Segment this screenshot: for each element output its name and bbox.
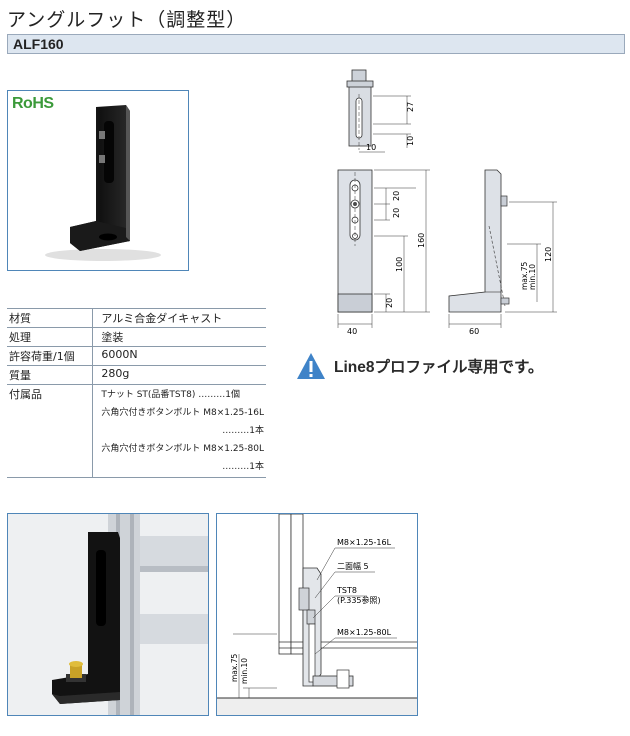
side-view-drawing: 120 max.75 min.10 60 — [448, 169, 557, 336]
rohs-badge: RoHS — [12, 95, 54, 112]
accessory-line: ………1本 — [222, 426, 264, 436]
usage-note: Line8プロファイル専用です。 — [296, 352, 543, 380]
dim-side-max75: max.75 — [520, 262, 529, 290]
spec-value: アルミ合金ダイキャスト — [92, 308, 266, 328]
assembly-dim-max75: max.75 — [230, 654, 239, 682]
product-photo: RoHS — [7, 90, 189, 271]
assembly-diagram: M8×1.25-16L 二面幅 5 TST8 (P.335参照) M8×1.25… — [217, 514, 417, 715]
assembly-label-tst8: TST8 — [336, 586, 357, 595]
assembly-label-bolt16: M8×1.25-16L — [337, 538, 392, 547]
dim-front-20b: 20 — [392, 208, 401, 218]
installed-foot-photo — [8, 514, 208, 715]
warning-icon — [297, 353, 325, 379]
spec-label: 質量 — [7, 365, 94, 385]
spec-value: 塗装 — [92, 327, 266, 347]
front-view-drawing: 20 20 160 100 20 40 — [337, 169, 430, 336]
assembly-label-bolt80: M8×1.25-80L — [337, 628, 392, 637]
table-row: 許容荷重/1個 6000N — [7, 346, 266, 366]
dim-top-10b: 10 — [406, 136, 415, 146]
spec-label: 処理 — [7, 327, 94, 347]
table-row: 質量 280g — [7, 365, 266, 385]
accessory-line: ………1本 — [222, 462, 264, 472]
spec-table: 材質 アルミ合金ダイキャスト 処理 塗装 許容荷重/1個 6000N 質量 28… — [7, 308, 266, 478]
dim-front-20c: 20 — [385, 298, 394, 308]
assembly-label-width: 二面幅 5 — [337, 561, 369, 571]
accessories-list: Tナット ST(品番TST8) ………1個 六角穴付きボタンボルト M8×1.2… — [92, 384, 266, 478]
dim-front-40: 40 — [347, 327, 357, 336]
dim-side-60: 60 — [469, 327, 479, 336]
assembly-label-ref: (P.335参照) — [337, 595, 381, 605]
accessory-line: 六角穴付きボタンボルト M8×1.25-80L — [101, 444, 264, 454]
accessory-line: 六角穴付きボタンボルト M8×1.25-16L — [101, 408, 264, 418]
table-row: 材質 アルミ合金ダイキャスト — [7, 308, 266, 328]
angle-foot-photo — [45, 105, 161, 261]
installed-photo — [7, 513, 209, 716]
dim-front-100: 100 — [395, 257, 404, 272]
spec-value: 280g — [92, 365, 266, 385]
dim-front-20a: 20 — [392, 191, 401, 201]
accessory-line: Tナット ST(品番TST8) ………1個 — [101, 390, 240, 400]
dim-front-160: 160 — [417, 233, 426, 248]
assembly-dim-min10: min.10 — [240, 658, 249, 684]
usage-note-text: Line8プロファイル専用です。 — [334, 359, 544, 376]
spec-label: 付属品 — [7, 384, 94, 478]
dim-top-27: 27 — [406, 102, 415, 112]
product-code-bar: ALF160 — [7, 34, 625, 54]
dim-side-120: 120 — [544, 247, 553, 262]
dim-side-min10: min.10 — [528, 264, 537, 290]
spec-value: 6000N — [92, 346, 266, 366]
spec-label: 材質 — [7, 308, 94, 328]
dim-top-10a: 10 — [366, 143, 376, 152]
product-code: ALF160 — [13, 36, 64, 52]
table-row: 付属品 Tナット ST(品番TST8) ………1個 六角穴付きボタンボルト M8… — [7, 384, 266, 478]
spec-label: 許容荷重/1個 — [7, 346, 94, 366]
top-view-drawing: 27 10 10 — [346, 69, 415, 153]
assembly-drawing: M8×1.25-16L 二面幅 5 TST8 (P.335参照) M8×1.25… — [216, 513, 418, 716]
table-row: 処理 塗装 — [7, 327, 266, 347]
page-title: アングルフット（調整型） — [7, 9, 247, 31]
